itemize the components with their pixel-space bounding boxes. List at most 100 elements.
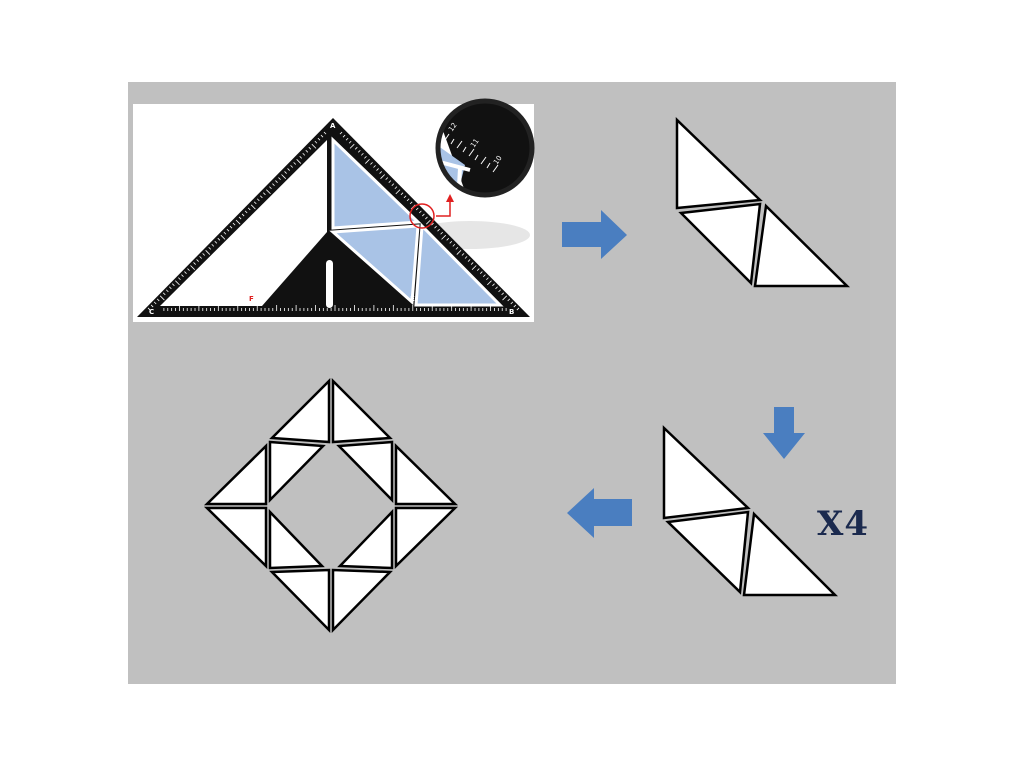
ruler-tick: [415, 207, 419, 211]
ruler-tick: [259, 195, 263, 199]
ruler-tick: [483, 274, 486, 277]
triangle-group-bottom: [662, 425, 839, 597]
ruler-tick: [284, 171, 287, 174]
ruler-tick: [156, 298, 160, 302]
ruler-tick: [293, 162, 297, 165]
ruler-tick: [431, 222, 434, 226]
magnifier-tick-10: 10: [492, 154, 504, 166]
ruler-tick: [467, 259, 471, 262]
pointer-circle: [409, 203, 435, 229]
ruler-tick: [470, 262, 474, 265]
magnifier-tick-11: 11: [469, 137, 481, 149]
ruler-slot: [326, 260, 333, 308]
vertex-label-a: A: [330, 122, 336, 130]
vertex-label-c: C: [149, 308, 154, 316]
ruler-tick: [395, 189, 401, 195]
ruler-tick: [162, 292, 166, 296]
ruler-tick: [354, 146, 358, 150]
ruler-tick: [247, 207, 251, 211]
ruler-tick: [323, 131, 327, 135]
ruler-tick: [370, 162, 373, 165]
ruler-tick: [434, 225, 437, 229]
magnifier-tick-12: 12: [447, 121, 459, 133]
triangle-group-top: [675, 117, 851, 288]
ruler-tick: [422, 213, 425, 217]
ruler-tick: [394, 186, 398, 190]
ruler-tick: [501, 292, 504, 296]
ruler-tick: [241, 213, 245, 217]
ruler-tick: [345, 137, 349, 141]
ruler-tick: [391, 183, 395, 186]
arrow-right-icon: [562, 210, 627, 259]
ruler-tick: [376, 168, 379, 171]
ruler-tick: [269, 186, 272, 190]
ruler-tick: [339, 131, 343, 135]
vertex-label-e: E: [410, 295, 415, 303]
ruler-tick: [299, 156, 303, 159]
ruler-tick: [455, 247, 459, 250]
ruler-tick: [456, 250, 462, 255]
ruler-tick: [357, 149, 361, 153]
ruler-tick: [159, 295, 165, 301]
ruler-tick: [449, 240, 453, 244]
ruler-tick: [305, 149, 309, 153]
ruler-tick: [314, 140, 318, 144]
ruler-tick: [275, 180, 278, 183]
ruler-tick: [232, 222, 236, 226]
ruler-tick: [165, 289, 169, 293]
ruler-tick: [379, 171, 382, 174]
ruler-tick: [150, 304, 154, 308]
ruler-tick: [250, 204, 256, 210]
ruler-tick: [348, 140, 352, 144]
ruler-tick: [380, 174, 386, 179]
ruler-tick: [320, 134, 324, 138]
ruler-tick: [253, 201, 257, 205]
ruler-tick: [311, 143, 317, 149]
ruler-tick: [364, 156, 367, 159]
ruler-tick: [263, 192, 266, 196]
ruler-tick: [193, 262, 196, 265]
ruler-tick: [296, 159, 302, 164]
ruler-tick: [495, 286, 498, 290]
ruler-tick: [502, 295, 508, 301]
ruler-tick: [476, 268, 480, 271]
vertex-label-f: F: [249, 295, 254, 303]
ruler-tick: [510, 301, 514, 305]
ruler-tick: [437, 228, 440, 232]
ruler-tick: [290, 165, 293, 168]
ruler-tick: [208, 247, 212, 250]
ruler-tick: [507, 298, 511, 302]
ruler-tick: [287, 168, 290, 171]
ruler-tick: [317, 137, 321, 141]
ruler-tick: [400, 192, 404, 196]
ruler-tick: [498, 289, 501, 293]
ruler-tick: [211, 243, 215, 247]
ruler-tick: [471, 265, 477, 270]
ruler-blue-pieces: [329, 136, 504, 307]
ruler-tick: [202, 253, 206, 256]
ruler-tick: [464, 256, 468, 259]
ruler-tick: [226, 228, 230, 232]
multiplier-label: X4: [817, 504, 870, 544]
ruler-tick: [238, 216, 242, 220]
ruler-tick: [205, 250, 211, 255]
ruler-tick: [479, 271, 483, 274]
ruler-tick: [361, 152, 364, 156]
ruler-tick: [487, 280, 492, 286]
ruler-tick: [308, 146, 312, 150]
ruler-tick: [220, 234, 226, 240]
ruler-tick: [190, 265, 195, 270]
ruler-tick: [199, 256, 202, 259]
ruler-tick: [172, 283, 175, 287]
ruler-tick: [409, 201, 413, 205]
ruler-tick: [418, 210, 422, 214]
ruler-tick: [406, 198, 410, 202]
ruler-tick: [223, 231, 227, 235]
ruler-tick: [214, 240, 218, 244]
ruler-tick: [168, 286, 172, 290]
ruler-tick: [229, 225, 233, 229]
ruler-tick: [235, 219, 241, 225]
ruler-tick: [256, 198, 260, 202]
ruler-tick: [388, 180, 392, 183]
ruler-tick: [385, 177, 389, 180]
